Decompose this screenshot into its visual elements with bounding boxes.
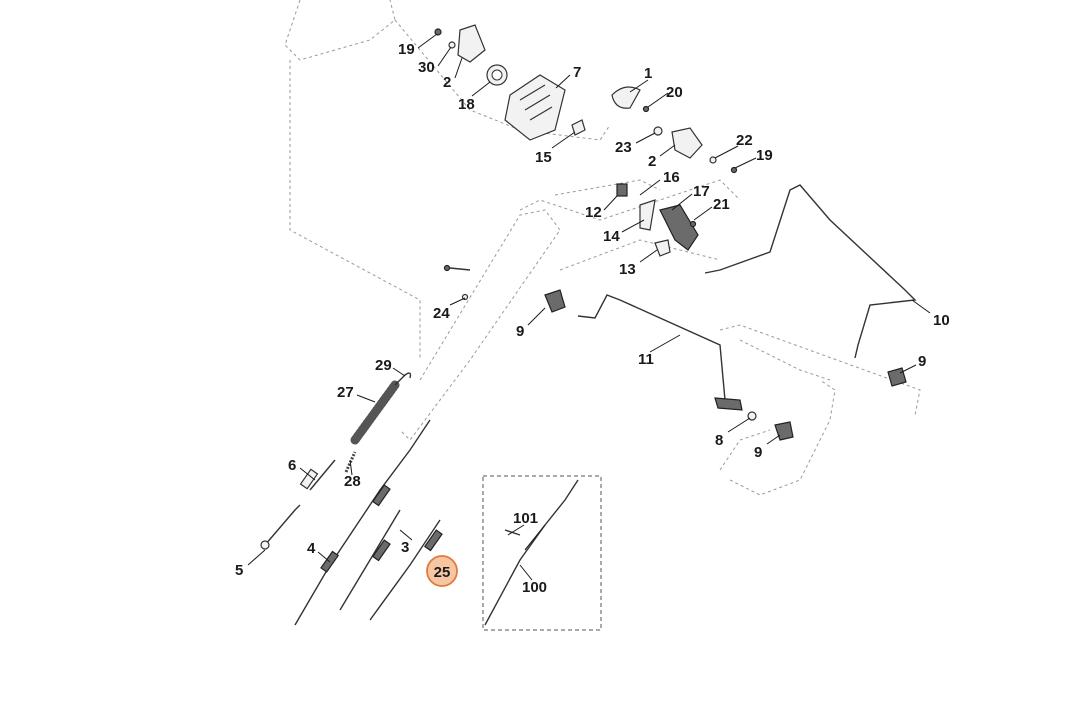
control-housing xyxy=(434,24,738,174)
callout-24[interactable]: 24 xyxy=(433,305,450,322)
callout-30[interactable]: 30 xyxy=(418,59,435,76)
callout-16[interactable]: 16 xyxy=(663,169,680,186)
ghost-outlines xyxy=(284,0,921,496)
bails-and-rods xyxy=(544,184,917,441)
callout-2-right[interactable]: 2 xyxy=(648,153,656,170)
callout-28[interactable]: 28 xyxy=(344,473,361,490)
callout-29[interactable]: 29 xyxy=(375,357,392,374)
callout-13[interactable]: 13 xyxy=(619,261,636,278)
callout-15[interactable]: 15 xyxy=(535,149,552,166)
callout-20[interactable]: 20 xyxy=(666,84,683,101)
callout-21[interactable]: 21 xyxy=(713,196,730,213)
callout-7[interactable]: 7 xyxy=(573,64,581,81)
callout-19-right[interactable]: 19 xyxy=(756,147,773,164)
cable-kit-frame xyxy=(482,475,602,631)
callout-1[interactable]: 1 xyxy=(644,65,652,82)
callout-23[interactable]: 23 xyxy=(615,139,632,156)
callout-17[interactable]: 17 xyxy=(693,183,710,200)
callout-5[interactable]: 5 xyxy=(235,562,243,579)
callout-2-left[interactable]: 2 xyxy=(443,74,451,91)
callout-9-bottom[interactable]: 9 xyxy=(754,444,762,461)
cable-kit xyxy=(484,479,579,626)
callout-14[interactable]: 14 xyxy=(603,228,620,245)
callout-12[interactable]: 12 xyxy=(585,204,602,221)
highlight-marker xyxy=(426,555,458,587)
callout-8[interactable]: 8 xyxy=(715,432,723,449)
lever-assembly xyxy=(443,183,699,301)
callout-labels: 1 20 19 30 2 18 7 15 23 2 22 19 16 17 12… xyxy=(235,41,950,596)
callout-18[interactable]: 18 xyxy=(458,96,475,113)
callout-22[interactable]: 22 xyxy=(736,132,753,149)
callout-19-top[interactable]: 19 xyxy=(398,41,415,58)
callout-3[interactable]: 3 xyxy=(401,539,409,556)
callout-9-right[interactable]: 9 xyxy=(918,353,926,370)
callout-6[interactable]: 6 xyxy=(288,457,296,474)
callout-27[interactable]: 27 xyxy=(337,384,354,401)
callout-10[interactable]: 10 xyxy=(933,312,950,329)
callout-25[interactable]: 25 xyxy=(434,564,451,581)
callout-101[interactable]: 101 xyxy=(513,510,538,527)
springs-and-cables xyxy=(260,372,443,626)
highlighted-callout-25[interactable]: 25 xyxy=(426,555,458,587)
callout-4[interactable]: 4 xyxy=(307,540,316,557)
callout-9-left[interactable]: 9 xyxy=(516,323,524,340)
leader-lines xyxy=(247,33,931,581)
callout-100[interactable]: 100 xyxy=(522,579,547,596)
callout-11[interactable]: 11 xyxy=(638,351,654,368)
